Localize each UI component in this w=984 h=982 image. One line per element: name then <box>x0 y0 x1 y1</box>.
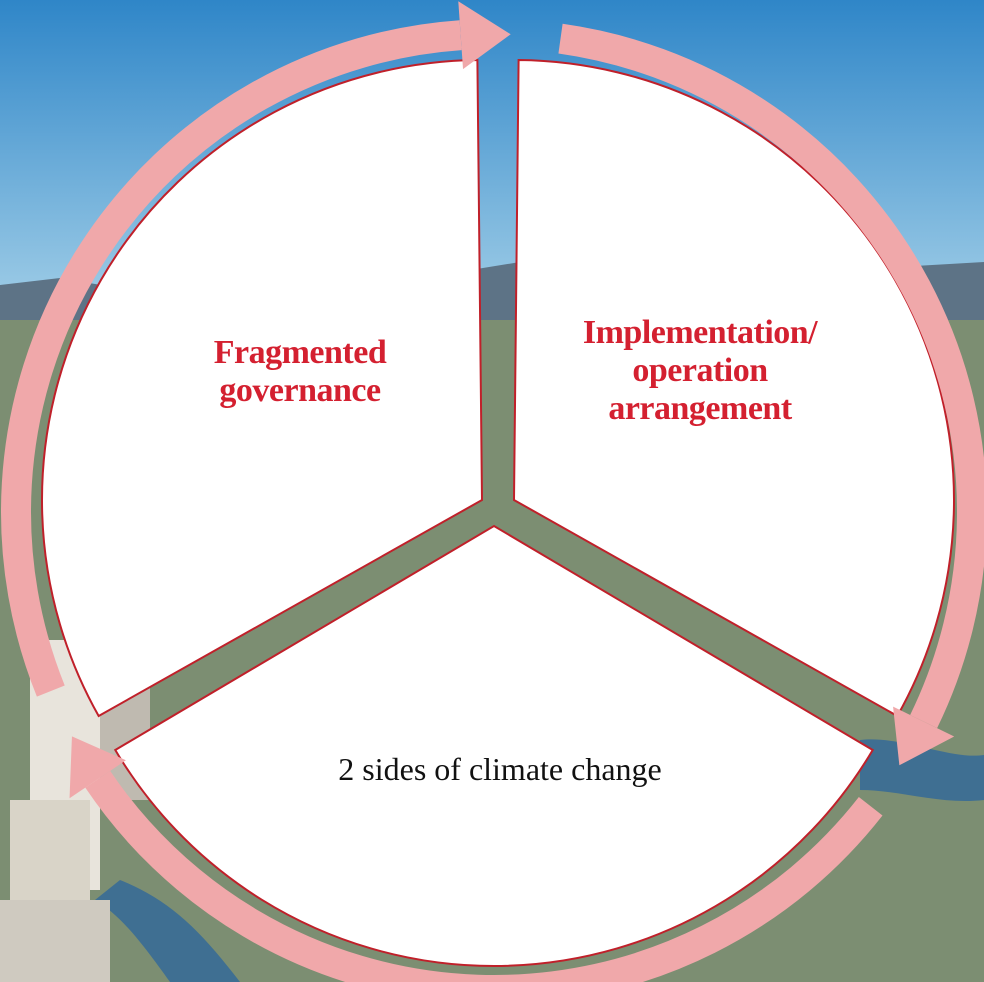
label-line: arrangement <box>608 390 792 428</box>
cycle-arrow-body <box>1 20 462 697</box>
segment-label-two-sides-of-climate-change: 2 sides of climate change <box>250 751 750 788</box>
waterway <box>860 739 984 802</box>
label-line: Fragmented <box>213 334 387 371</box>
cycle-arrow-head <box>458 1 511 70</box>
cycle-arrow-body <box>558 23 984 729</box>
label-line: 2 sides of climate change <box>338 751 662 787</box>
label-line: operation <box>632 352 768 390</box>
waterway <box>95 880 240 982</box>
segment-climate-change <box>113 524 875 967</box>
cycle-arrow-head <box>893 706 955 766</box>
segments-group <box>41 59 955 967</box>
tower-building <box>0 900 110 982</box>
segment-fragmented-governance <box>41 59 484 718</box>
segment-label-fragmented-governance: Fragmented governance <box>120 334 480 410</box>
segment-label-implementation-arrangement: Implementation/ operation arrangement <box>520 314 880 428</box>
label-line: governance <box>219 372 381 410</box>
label-line: Implementation/ <box>582 314 818 351</box>
cycle-arrow-body <box>85 770 883 982</box>
cycle-arrow-head <box>69 736 126 799</box>
